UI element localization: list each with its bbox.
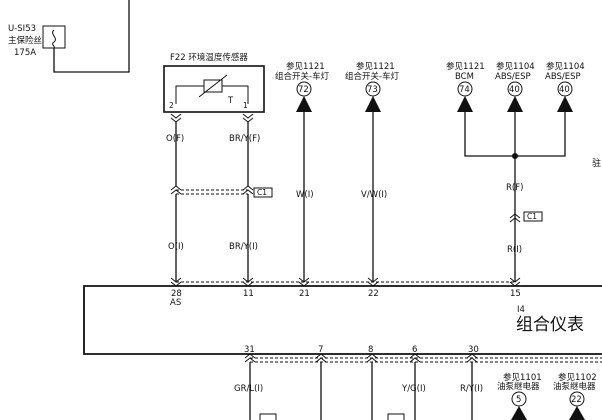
wire-label-o-f: O(F) [166, 134, 184, 144]
cluster-top-pins [170, 277, 521, 287]
ref-40b-sub: ABS/ESP [545, 72, 581, 82]
sensor-box [163, 65, 265, 113]
ref-73-sub: 组合开关-车灯 [345, 71, 400, 82]
ref-fuel-pump: 参见1101 油泵继电器 5 参见1102 油泵继电器 22 [497, 372, 597, 420]
ref-40a-num: 40 [509, 85, 520, 95]
fuse-rating: 175A [14, 48, 36, 58]
ref-74-arrow-icon [457, 96, 473, 112]
sensor-lead-left [175, 85, 204, 104]
ref-40a-top: 参见1104 [496, 61, 535, 72]
ref-73-top: 参见1121 [356, 61, 395, 72]
pin-30: 30 [468, 345, 479, 355]
thermistor-slash [198, 74, 228, 98]
ref-40b-top: 参见1104 [546, 61, 585, 72]
ref-73-arrow-icon [365, 96, 381, 112]
sensor-lead-right [222, 85, 249, 104]
wire-label-yg: Y/G(I) [401, 384, 426, 394]
edge-text: 驻 [592, 158, 601, 169]
connector-c1-label: C1 [257, 188, 267, 197]
fuse-name: U-SI53 [8, 24, 36, 34]
pin-11: 11 [243, 289, 254, 299]
cluster-name: 组合仪表 [516, 315, 584, 335]
ref-72-num: 72 [298, 85, 309, 95]
ref-73-num: 73 [367, 85, 378, 95]
ref-74-top: 参见1121 [446, 61, 485, 72]
ref-22-sub: 油泵继电器 [553, 381, 596, 392]
connector-c1-box [253, 187, 273, 198]
ref-40b-arrow-icon [557, 96, 573, 112]
ref-40b-num: 40 [559, 85, 570, 95]
fuse-icon [52, 29, 56, 49]
wire-label-r-f: R(F) [506, 183, 523, 193]
fuse-wire [53, 0, 130, 73]
pin-7: 7 [318, 345, 323, 355]
ref-22-num: 22 [571, 395, 582, 405]
connector-c1b-box [523, 211, 543, 222]
connector-c1b-label: C1 [527, 212, 537, 221]
pin-8: 8 [368, 345, 373, 355]
sensor-wires: O(F) BR/Y(F) C1 O(I) BR/Y(I) [166, 113, 273, 282]
cluster-box [83, 285, 602, 355]
ref-22-arrow-icon [569, 406, 585, 420]
pin-6: 6 [412, 345, 417, 355]
ref-wires-bcm-abs: 参见1121 BCM 74 参见1104 ABS/ESP 40 参见1104 A… [446, 61, 601, 282]
pin-31: 31 [244, 345, 255, 355]
wire-label-vw: V/W(I) [361, 190, 387, 200]
wire-label-w: W(I) [296, 190, 314, 200]
wire-label-o-i: O(I) [168, 242, 184, 252]
ref-22-top: 参见1102 [558, 372, 597, 383]
ref-74-num: 74 [459, 85, 470, 95]
cluster-bottom-wires: GR/L(I) Y/G(I) R/Y(I) [234, 353, 602, 420]
cluster-id: I4 [517, 305, 525, 315]
wire-label-ry: R/Y(I) [460, 384, 483, 394]
ref-72-sub: 组合开关-车灯 [275, 71, 330, 82]
ref-40a-arrow-icon [507, 96, 523, 112]
wire-label-grl: GR/L(I) [234, 384, 263, 394]
temp-sensor: F22 环境温度传感器 T 2 1 [163, 52, 265, 113]
pin-22: 22 [368, 289, 379, 299]
ref-40a-sub: ABS/ESP [495, 72, 531, 82]
ref-5-sub: 油泵继电器 [497, 381, 540, 392]
wire-label-bry-i: BR/Y(I) [229, 242, 258, 252]
pin-21: 21 [299, 289, 310, 299]
ref-72-arrow-icon [296, 96, 312, 112]
pin-28: 28 [171, 289, 182, 299]
pin-28-sub: AS [170, 298, 181, 308]
ref-5-num: 5 [516, 395, 521, 405]
wire-label-r-i: R(I) [507, 245, 522, 255]
ref-5-top: 参见1101 [503, 372, 542, 383]
ref-72-top: 参见1121 [286, 61, 325, 72]
ref-74-sub: BCM [455, 72, 474, 82]
sensor-pin-right: 1 [243, 101, 248, 110]
sensor-pin-left: 2 [169, 101, 174, 110]
fuse-body [42, 25, 66, 49]
fuse-desc: 主保险丝 [8, 35, 43, 46]
instrument-cluster: 28 AS 11 21 22 15 I4 组合仪表 31 7 8 6 30 [83, 285, 602, 355]
pin-arrow-1 [242, 113, 254, 123]
ref-5-arrow-icon [511, 406, 527, 420]
sensor-symbol: T [227, 96, 234, 106]
wire-label-bry-f: BR/Y(F) [229, 134, 260, 144]
pin-arrow-2 [170, 113, 182, 123]
main-fuse: U-SI53 主保险丝 175A [8, 0, 130, 73]
sensor-title: F22 环境温度传感器 [170, 52, 248, 63]
ref-wires-lights: 参见1121 组合开关-车灯 72 W(I) 参见1121 组合开关-车灯 73… [275, 61, 400, 282]
pin-15: 15 [510, 289, 521, 299]
